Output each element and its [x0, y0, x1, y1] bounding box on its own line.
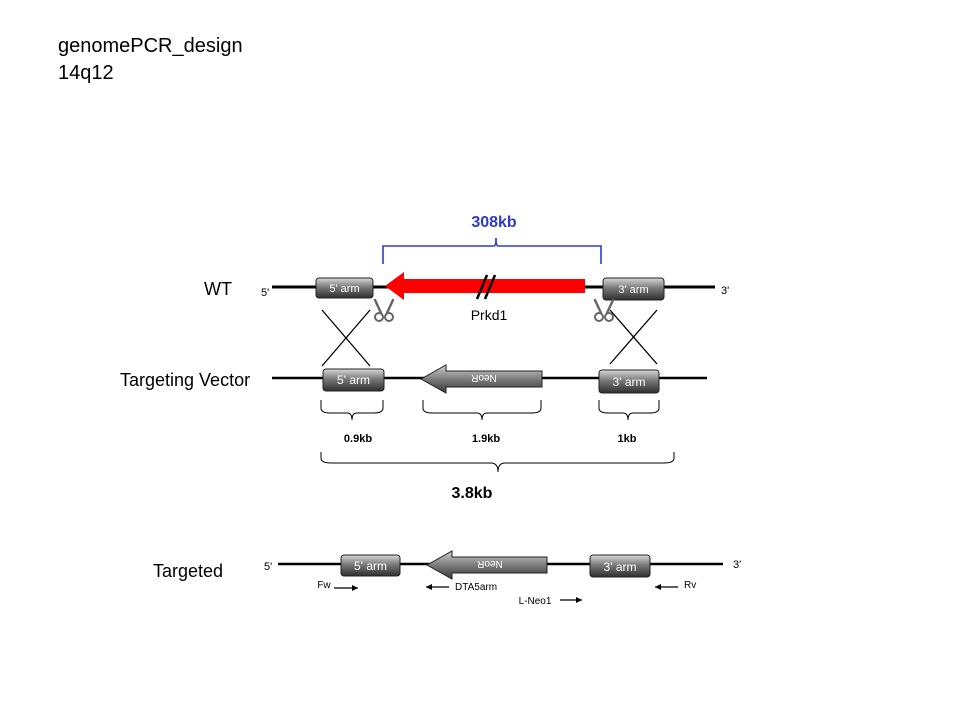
crossover-left-2 — [321, 309, 371, 367]
crossover-right-2 — [609, 309, 658, 365]
primer-lneo-label: L-Neo1 — [519, 596, 552, 607]
targeted-neo-cassette — [425, 550, 548, 580]
wt-three-arm-label: 3' arm — [618, 284, 648, 296]
vector-neo-cassette — [419, 364, 543, 394]
scissors-icon — [373, 298, 395, 322]
primer-dta-label: DTA5arm — [455, 582, 497, 593]
prkd1-gene-arrow — [385, 272, 585, 300]
diagram-subtitle: 14q12 — [58, 62, 114, 84]
total-size-label: 3.8kb — [452, 485, 493, 502]
targeted-three-arm-label: 3' arm — [604, 560, 637, 574]
vector-three-arm-label: 3' arm — [613, 375, 646, 389]
gene-label: Prkd1 — [471, 307, 508, 323]
primer-dta-arrowhead — [426, 584, 432, 590]
wt-five-prime-end: 5' — [261, 287, 269, 299]
break-mark-1 — [475, 274, 489, 300]
targeted-five-arm-label: 5' arm — [354, 559, 387, 573]
wt-five-arm-box — [315, 277, 374, 299]
wt-five-arm-label: 5' arm — [329, 283, 359, 295]
diagram-title: genomePCR_design — [58, 35, 243, 57]
targeted-five-arm-box — [340, 554, 401, 577]
size-label-neo: 1.9kb — [472, 433, 500, 445]
vector-five-arm-label: 5' arm — [337, 373, 370, 387]
targeted-three-arm-box — [589, 554, 651, 578]
brace-three-arm — [598, 400, 660, 421]
targeted-neo-label: NeoR — [477, 558, 503, 569]
targeted-five-prime-end: 5' — [264, 561, 272, 573]
row-label-targeting-vector: Targeting Vector — [120, 370, 250, 390]
wt-three-arm-box — [602, 277, 665, 301]
vector-three-arm-box — [598, 369, 660, 394]
primer-rv-label: Rv — [684, 580, 696, 591]
row-label-targeted: Targeted — [153, 561, 223, 581]
deletion-bracket — [382, 237, 602, 264]
brace-five-arm — [320, 400, 384, 421]
vector-neo-label: NeoR — [471, 372, 497, 383]
primer-fw-label: Fw — [317, 580, 331, 591]
primer-fw-arrowhead — [352, 585, 358, 591]
primer-lneo-arrowhead — [576, 597, 582, 603]
size-label-three-arm: 1kb — [618, 433, 637, 445]
scissors-icon — [593, 298, 615, 322]
brace-total — [320, 452, 675, 473]
row-label-wt: WT — [204, 279, 232, 299]
deletion-size-label: 308kb — [471, 214, 517, 231]
targeted-three-prime-end: 3' — [733, 559, 741, 571]
vector-five-arm-box — [322, 368, 385, 392]
brace-neo — [422, 400, 542, 421]
break-mark-2 — [483, 274, 497, 300]
wt-three-prime-end: 3' — [721, 285, 729, 297]
primer-rv-arrowhead — [655, 584, 661, 590]
size-label-five-arm: 0.9kb — [344, 433, 372, 445]
